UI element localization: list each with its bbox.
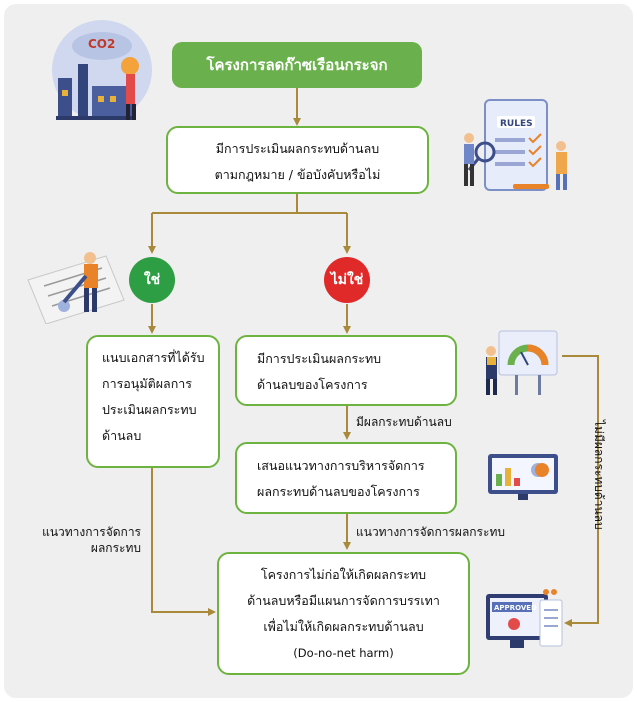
- factory-co2-illustration: CO2: [52, 20, 152, 120]
- assessment-line-1: มีการประเมินผลกระทบด้านลบ: [215, 141, 380, 156]
- arrow-yes-box-to-final: [151, 468, 216, 616]
- yes-box-line-4: ด้านลบ: [102, 428, 142, 443]
- arrow-no-impact: [562, 355, 599, 627]
- rules-clipboard-illustration: RULES: [464, 99, 567, 191]
- final-line-3: เพื่อไม่ให้เกิดผลกระทบด้านลบ: [263, 619, 424, 634]
- impact-gauge-illustration: [486, 330, 558, 395]
- edge-label-left: แนวทางการจัดการ ผลกระทบ: [42, 525, 141, 555]
- assessment-line-2: ตามกฎหมาย / ข้อบังคับหรือไม่: [214, 167, 381, 182]
- contract-signing-illustration: [27, 252, 125, 324]
- no-circle: ไม่ใช่: [324, 257, 370, 303]
- rules-text: RULES: [500, 119, 533, 129]
- final-outcome-box: โครงการไม่ก่อให้เกิดผลกระทบ ด้านลบหรือมี…: [217, 552, 470, 675]
- yes-box-line-1: แนบเอกสารที่ได้รับ: [102, 350, 205, 365]
- edge-label-manage-impact: แนวทางการจัดการผลกระทบ: [356, 525, 505, 539]
- final-line-1: โครงการไม่ก่อให้เกิดผลกระทบ: [260, 567, 427, 582]
- approved-monitor-illustration: APPROVED: [486, 589, 563, 648]
- no-assessment-box: มีการประเมินผลกระทบ ด้านลบของโครงการ: [235, 335, 457, 406]
- co2-text: CO2: [88, 37, 115, 51]
- assessment-question-box: มีการประเมินผลกระทบด้านลบ ตามกฎหมาย / ข้…: [166, 126, 429, 194]
- edge-label-has-impact: มีผลกระทบด้านลบ: [356, 415, 452, 429]
- no-box-line-1: มีการประเมินผลกระทบ: [257, 351, 382, 366]
- edge-label-no-impact: ไม่มีผลกระทบด้านลบ: [592, 420, 606, 530]
- project-title-box: โครงการลดก๊าซเรือนกระจก: [172, 42, 422, 88]
- dashboard-monitor-illustration: [488, 454, 558, 500]
- final-line-4: (Do-no-net harm): [293, 646, 394, 660]
- propose-management-box: เสนอแนวทางการบริหารจัดการ ผลกระทบด้านลบข…: [235, 442, 457, 514]
- propose-line-1: เสนอแนวทางการบริหารจัดการ: [257, 458, 425, 473]
- final-line-2: ด้านลบหรือมีแผนการจัดการบรรเทา: [247, 593, 440, 608]
- yes-box-line-2: การอนุมัติผลการ: [102, 376, 192, 391]
- no-box-line-2: ด้านลบของโครงการ: [257, 377, 368, 392]
- propose-line-2: ผลกระทบด้านลบของโครงการ: [257, 484, 420, 499]
- yes-box-line-3: ประเมินผลกระทบ: [102, 402, 197, 417]
- yes-circle: ใช่: [129, 257, 175, 303]
- yes-result-box: แนบเอกสารที่ได้รับ การอนุมัติผลการ ประเม…: [86, 335, 220, 468]
- approved-text: APPROVED: [494, 604, 537, 612]
